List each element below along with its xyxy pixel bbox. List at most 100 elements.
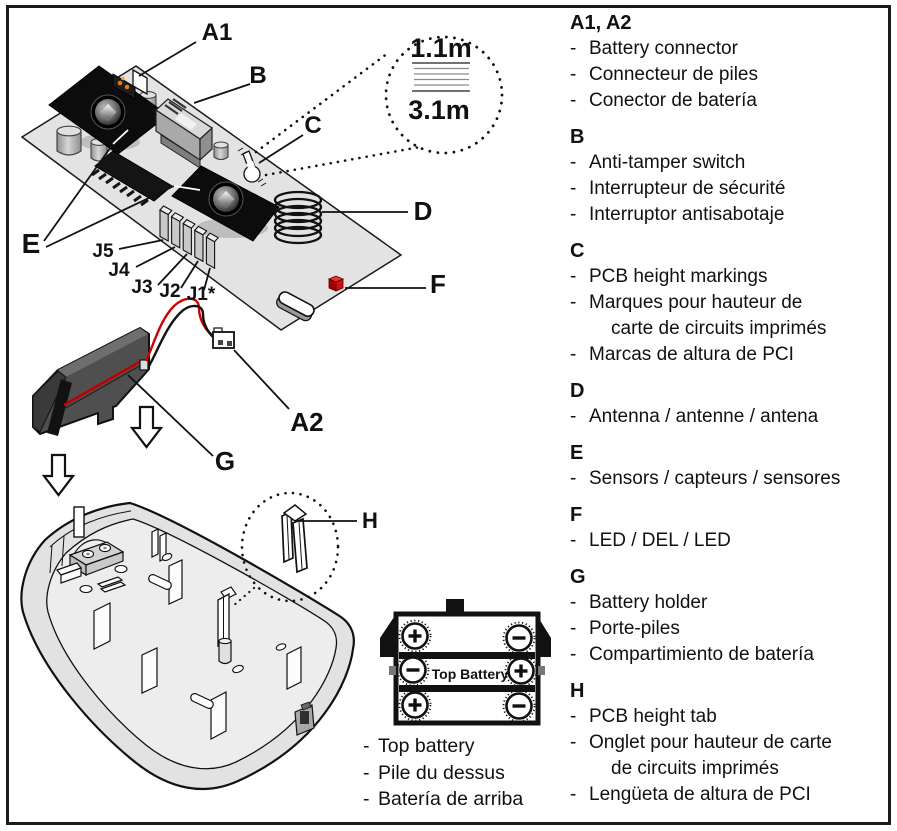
- case-clip: [294, 701, 315, 736]
- legend-section-e: E -Sensors / capteurs / sensores: [570, 440, 884, 492]
- legend-heading: D: [570, 380, 585, 402]
- legend-heading: C: [570, 240, 585, 262]
- battery-connector-a1: [112, 68, 148, 100]
- bullet-dash: -: [570, 406, 577, 427]
- enclosure-base-group: [20, 501, 355, 791]
- legend-section-a: A1, A2 -Battery connector -Connecteur de…: [570, 10, 884, 114]
- bullet-dash: -: [570, 266, 577, 287]
- legend-item: -Battery holder: [570, 590, 884, 616]
- bullet-dash: -: [570, 644, 577, 665]
- capacitor: [213, 141, 229, 161]
- battery-caption: -Top battery -Pile du dessus -Batería de…: [363, 733, 573, 813]
- legend-item: -Conector de batería: [570, 88, 884, 114]
- angled-standoff: [148, 574, 172, 590]
- screw-boss: [232, 664, 244, 674]
- battery-caption-line: -Pile du dessus: [363, 760, 573, 787]
- sensor-pad: [48, 65, 169, 155]
- led: [327, 275, 345, 292]
- magnifier-circle: [240, 491, 340, 603]
- callout-label-a1: A1: [202, 19, 233, 46]
- screw-boss: [114, 564, 128, 574]
- legend-item: -PCB height tab: [570, 704, 884, 730]
- legend-heading: E: [570, 442, 584, 464]
- bullet-dash: -: [570, 618, 577, 639]
- magnifier-cone-line: [264, 145, 422, 177]
- bullet-dash: -: [570, 344, 577, 365]
- bullet-dash: -: [570, 152, 577, 173]
- wire-channel-red: [63, 358, 144, 407]
- bullet-dash: -: [363, 735, 370, 757]
- legend-item: -Interruptor antisabotaje: [570, 202, 884, 228]
- battery-caption-line: -Top battery: [363, 733, 573, 760]
- callout-label-g: G: [215, 446, 235, 476]
- down-arrow-icon: [129, 405, 164, 449]
- callout-label-a2: A2: [290, 407, 323, 437]
- bullet-dash: -: [570, 178, 577, 199]
- ic-chip: [91, 150, 173, 207]
- leader-line-on-pad: [112, 129, 129, 145]
- bullet-dash: -: [363, 761, 370, 784]
- legend-item: -PCB height markings: [570, 264, 884, 290]
- legend-heading: H: [570, 680, 585, 702]
- legend-item: -Antenna / antenne / antena: [570, 404, 884, 430]
- bullet-dash: -: [570, 64, 577, 85]
- capacitor: [56, 125, 82, 156]
- leader-lines: [43, 41, 426, 522]
- callout-label-c: C: [304, 112, 321, 139]
- pill-component: [276, 291, 315, 322]
- legend-heading: F: [570, 504, 583, 526]
- pcb-height-tab-post: [217, 586, 237, 665]
- legend-section-f: F -LED / DEL / LED: [570, 502, 884, 554]
- bullet-dash: -: [570, 468, 577, 489]
- top-battery-slot-label: Top Battery: [432, 666, 509, 682]
- legend-section-h: H -PCB height tab -Onglet pour hauteur d…: [570, 678, 884, 808]
- bullet-dash: -: [570, 706, 577, 727]
- callout-label-d: D: [414, 196, 433, 226]
- legend-heading: A1, A2: [570, 12, 632, 34]
- legend-item: -Porte-piles: [570, 616, 884, 642]
- anti-tamper-switch: [155, 98, 213, 169]
- bullet-dash: -: [570, 784, 577, 805]
- sensor-pad: [171, 165, 280, 242]
- bullet-dash: -: [570, 292, 577, 313]
- callout-label-j1: J1*: [187, 284, 216, 305]
- screw-boss: [161, 553, 173, 561]
- callout-label-b: B: [249, 62, 266, 89]
- legend-section-g: G -Battery holder -Porte-piles -Comparti…: [570, 564, 884, 668]
- legend-item: -Connecteur de piles: [570, 62, 884, 88]
- legend-item: -Marcas de altura de PCI: [570, 342, 884, 368]
- bullet-dash: -: [570, 530, 577, 551]
- legend-item: -Interrupteur de sécurité: [570, 176, 884, 202]
- jumper-pins: [159, 205, 220, 270]
- legend-section-b: B -Anti-tamper switch -Interrupteur de s…: [570, 124, 884, 228]
- bullet-dash: -: [570, 204, 577, 225]
- height-markings-magnifier: 1.1m 3.1m: [254, 33, 504, 177]
- battery-holder-group: [32, 297, 235, 436]
- pcb-height-markings: [237, 147, 267, 187]
- pcb-height-tab-detail: [281, 504, 308, 574]
- callout-label-j4: J4: [108, 260, 130, 281]
- legend-item: -Marques pour hauteur de carte de circui…: [570, 290, 884, 342]
- height-marking-top-label: 1.1m: [410, 33, 472, 63]
- battery-wire-black: [147, 304, 219, 367]
- antenna-coil: [273, 190, 323, 245]
- legend-item: -LED / DEL / LED: [570, 528, 884, 554]
- battery-connector-a2: [212, 327, 235, 349]
- callout-label-j5: J5: [92, 241, 114, 262]
- legend-item: -Battery connector: [570, 36, 884, 62]
- pcb-board-group: [20, 65, 403, 331]
- leader-line-on-pad: [173, 185, 201, 191]
- legend-item: -Sensors / capteurs / sensores: [570, 466, 884, 492]
- bullet-dash: -: [570, 732, 577, 753]
- legend-item: -Lengüeta de altura de PCI: [570, 782, 884, 808]
- legend-heading: G: [570, 566, 586, 588]
- legend-item: -Compartimiento de batería: [570, 642, 884, 668]
- bullet-dash: -: [570, 90, 577, 111]
- magnifier-circle: [384, 35, 504, 155]
- legend-section-d: D -Antenna / antenne / antena: [570, 378, 884, 430]
- down-arrow-icon: [41, 453, 76, 497]
- battery-caption-line: -Batería de arriba: [363, 786, 573, 813]
- battery-orientation-diagram: Top Battery: [380, 599, 551, 726]
